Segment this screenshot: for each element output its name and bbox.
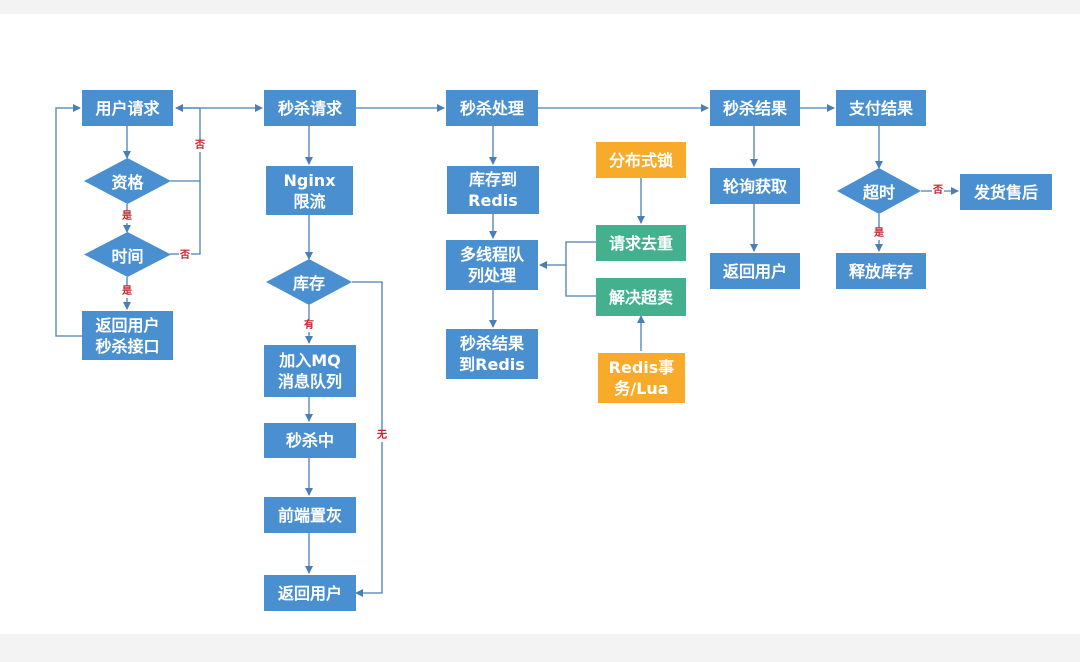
node-frontend-gray: 前端置灰 [264, 497, 356, 533]
node-time-decision: 时间 [84, 232, 171, 277]
node-result-to-redis: 秒杀结果 到Redis [446, 329, 538, 379]
qualification-label: 资格 [111, 173, 144, 192]
flowchart-canvas: 用户请求 资格 时间 返回用户 秒杀接口 秒杀请求 Nginx 限流 库存 加入… [0, 14, 1080, 634]
time-label: 时间 [111, 246, 144, 266]
edge-label-qual-yes: 是 [121, 211, 133, 223]
node-seckill-process: 秒杀处理 [446, 90, 538, 126]
node-qualification-decision: 资格 [84, 158, 171, 204]
edge-label-time-no: 否 [179, 250, 191, 262]
edge-return-to-user [55, 104, 82, 337]
edge-time-no [170, 181, 201, 255]
edge-label-stock-no: 无 [376, 430, 388, 442]
edge-label-timeout-no: 否 [932, 185, 944, 197]
node-seckill-result: 秒杀结果 [710, 90, 800, 126]
edge-dedup-to-multi [539, 241, 596, 269]
node-timeout-decision: 超时 [837, 168, 921, 214]
edge-label-time-yes: 是 [121, 286, 133, 298]
node-request-dedup: 请求去重 [596, 225, 686, 261]
edge-oversell-to-multi [565, 265, 596, 297]
node-release-stock: 释放库存 [836, 253, 926, 289]
node-multithread-queue: 多线程队 列处理 [446, 240, 538, 290]
node-redis-tx-lua: Redis事 务/Lua [598, 353, 685, 403]
node-return-seckill-api: 返回用户 秒杀接口 [82, 311, 173, 360]
edge-label-timeout-yes: 是 [873, 228, 885, 240]
node-stock-to-redis: 库存到 Redis [447, 166, 539, 214]
node-return-user-1: 返回用户 [264, 575, 356, 611]
node-seckill-request: 秒杀请求 [264, 90, 356, 126]
node-nginx-limit: Nginx 限流 [266, 166, 353, 215]
node-user-request: 用户请求 [82, 90, 173, 126]
connector-lines [55, 104, 959, 597]
node-distributed-lock: 分布式锁 [596, 142, 686, 178]
node-add-mq: 加入MQ 消息队列 [264, 345, 356, 397]
node-seckilling: 秒杀中 [264, 423, 356, 458]
stock-label: 库存 [292, 274, 325, 293]
timeout-label: 超时 [862, 183, 895, 202]
edge-label-qual-no: 否 [194, 140, 206, 152]
node-after-sales: 发货售后 [960, 174, 1052, 210]
node-payment-result: 支付结果 [836, 90, 926, 126]
node-poll-fetch: 轮询获取 [710, 168, 800, 204]
node-solve-oversell: 解决超卖 [596, 278, 686, 316]
edge-label-stock-yes: 有 [303, 320, 315, 332]
node-stock-decision: 库存 [266, 259, 352, 305]
node-return-user-2: 返回用户 [710, 253, 800, 289]
